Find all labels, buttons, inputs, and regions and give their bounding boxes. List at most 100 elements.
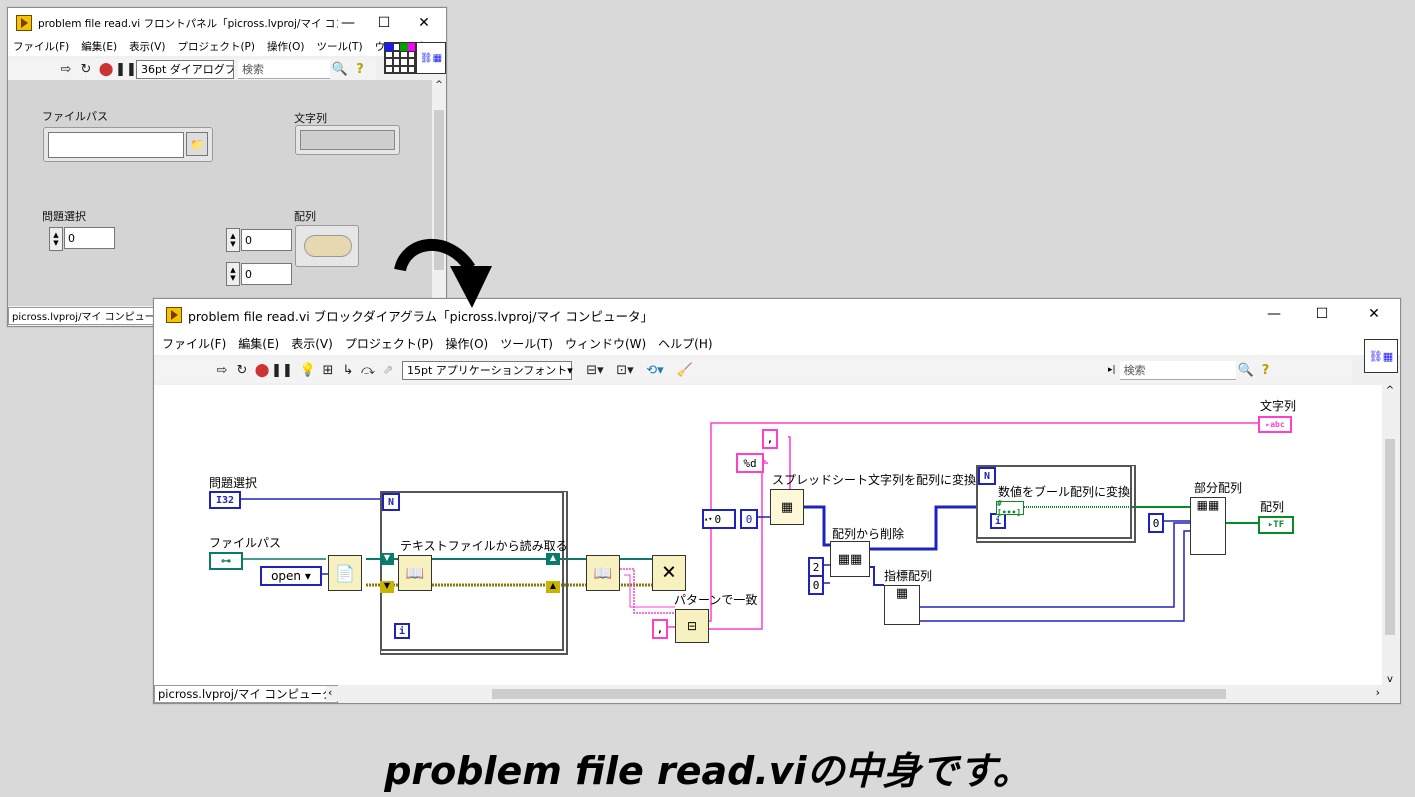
subarray-node[interactable]: ▦▦ [1190,497,1226,555]
close-button[interactable]: ✕ [418,15,430,31]
zero-constant-b[interactable]: 0 [740,509,758,529]
zero-constant-d[interactable]: 0 [1148,513,1164,533]
run-continuously-icon[interactable]: ↻ [236,362,248,378]
comma-constant-1[interactable]: , [652,619,668,639]
spreadsheet-to-array-node[interactable]: ▦ [770,489,804,525]
read-text-file-node[interactable]: 📖 [398,555,432,591]
for-loop-1[interactable]: N i ▼ ▼ ▲ ▲ [380,491,568,655]
run-arrow-icon[interactable]: ⇨ [216,362,228,378]
hscroll-thumb[interactable] [492,689,1226,699]
string-indicator-terminal[interactable]: ▸abc [1258,416,1292,433]
vi-icon[interactable]: ⛓▦ [416,42,446,74]
menu-window[interactable]: ウィンドウ(W) [564,336,647,351]
browse-folder-icon[interactable]: 📁 [186,132,208,156]
array-index2-spinner[interactable]: ▲▼ [226,262,240,286]
index-array-node[interactable]: ▦ [884,585,920,625]
search-input[interactable]: 検索 [238,59,330,79]
two-constant[interactable]: 2 [808,557,824,577]
align-objects-icon[interactable]: ⊟▾ [586,362,604,378]
shift-register-left-1[interactable]: ▼ [380,553,394,565]
shift-register-left-2[interactable]: ▼ [380,581,394,593]
connector-pane-icon[interactable] [384,42,416,74]
run-continuously-icon[interactable]: ↻ [80,61,92,77]
num-to-bool-node[interactable]: #[•••] [996,499,1024,517]
minimize-button[interactable]: — [341,15,355,31]
scroll-left-icon[interactable]: ‹ [328,686,333,699]
front-panel-canvas[interactable]: ファイルパス 📁 文字列 問題選択 ▲▼ 0 配列 ▲▼ 0 ▲▼ 0 [8,80,432,306]
minimize-button[interactable]: — [1267,306,1281,322]
file-path-terminal[interactable]: ⊶ [209,552,243,570]
run-arrow-icon[interactable]: ⇨ [60,61,72,77]
menu-view[interactable]: 表示(V) [291,336,333,351]
array-index1-input[interactable]: 0 [241,229,292,251]
reorder-icon[interactable]: ⟲▾ [646,362,664,378]
menu-edit[interactable]: 編集(E) [238,336,280,351]
comma-constant-2[interactable]: , [762,429,778,449]
pause-icon[interactable]: ❚❚ [271,362,293,378]
close-file-node[interactable]: 🗙 [652,555,686,591]
menu-file[interactable]: ファイル(F) [162,336,227,351]
retain-wire-values-icon[interactable]: ⊞ [322,362,334,378]
menu-operate[interactable]: 操作(O) [266,40,305,53]
search-icon[interactable]: 🔍 [331,61,349,77]
help-icon[interactable]: ? [356,61,364,77]
menu-project[interactable]: プロジェクト(P) [177,40,255,53]
zero-constant-c[interactable]: 0 [808,575,824,595]
search-input[interactable]: 検索 [1119,360,1236,380]
delete-from-array-node[interactable]: ▦▦ [830,541,870,577]
open-file-node[interactable]: 📄 [328,555,362,591]
block-diagram-titlebar[interactable]: problem file read.vi ブロックダイアグラム「picross.… [154,299,1400,331]
read-text-file-node-2[interactable]: 📖 [586,555,620,591]
abort-icon[interactable]: ⬤ [254,362,270,378]
distribute-objects-icon[interactable]: ⊡▾ [616,362,634,378]
array-bool-element[interactable] [295,225,359,267]
problem-select-terminal[interactable]: I32 [209,491,241,509]
menu-edit[interactable]: 編集(E) [81,40,118,53]
problem-select-input[interactable]: 0 [64,227,115,249]
array-index1-spinner[interactable]: ▲▼ [226,228,240,252]
problem-select-label: 問題選択 [42,210,86,223]
font-selector[interactable]: 36pt ダイアログフォン [136,59,234,79]
clean-up-diagram-icon[interactable]: 🧹 [676,362,694,378]
abort-icon[interactable]: ⬤ [98,61,114,77]
file-path-control[interactable]: 📁 [43,127,213,162]
menu-tools[interactable]: ツール(T) [316,40,363,53]
block-diagram-hscroll[interactable]: ‹ › [326,686,1382,701]
menu-project[interactable]: プロジェクト(P) [344,336,434,351]
search-icon[interactable]: 🔍 [1237,362,1254,378]
menu-operate[interactable]: 操作(O) [445,336,489,351]
menu-view[interactable]: 表示(V) [129,40,166,53]
spin-icon: ▴▾ [704,515,713,523]
front-panel-titlebar[interactable]: problem file read.vi フロントパネル「picross.lvp… [8,8,446,38]
maximize-button[interactable]: ☐ [1315,306,1329,322]
step-over-icon[interactable]: ⤼ [361,362,375,378]
array-indicator-terminal[interactable]: ▸TF [1258,516,1294,534]
step-into-icon[interactable]: ↳ [342,362,354,378]
pause-icon[interactable]: ❚❚ [115,61,137,77]
search-toggle-icon[interactable]: ▸| [1108,365,1116,375]
block-diagram-canvas[interactable]: 問題選択 I32 ファイルパス ⊶ open ▾ 📄 N i ▼ ▼ ▲ ▲ テ… [154,385,1382,685]
format-d-constant[interactable]: %d [736,453,764,473]
file-path-input[interactable] [48,132,184,158]
font-selector[interactable]: 15pt アプリケーションフォント▾ [402,360,573,380]
open-enum-constant[interactable]: open ▾ [260,566,322,586]
block-diagram-vscroll[interactable]: ^ v [1382,385,1398,685]
step-out-icon[interactable]: ⇗ [382,362,394,378]
scroll-right-icon[interactable]: › [1375,686,1380,699]
vscroll-thumb[interactable] [1385,439,1395,635]
help-icon[interactable]: ? [1261,362,1270,378]
match-pattern-node[interactable]: ⊟ [675,609,709,643]
shift-register-right-2[interactable]: ▲ [546,581,560,593]
menu-file[interactable]: ファイル(F) [13,40,70,53]
vi-icon[interactable]: ⛓▦ [1364,339,1398,373]
menu-help[interactable]: ヘルプ(H) [658,336,713,351]
menu-tools[interactable]: ツール(T) [500,336,553,351]
problem-select-spinner[interactable]: ▲▼ [49,227,63,251]
labview-run-icon [166,307,182,323]
zero-constant-a[interactable]: ▴▾0 [702,509,736,529]
array-index2-input[interactable]: 0 [241,263,292,285]
shift-register-right-1[interactable]: ▲ [546,553,560,565]
highlight-execution-icon[interactable]: 💡 [299,362,317,378]
close-button[interactable]: ✕ [1368,306,1380,322]
maximize-button[interactable]: ☐ [377,15,391,31]
